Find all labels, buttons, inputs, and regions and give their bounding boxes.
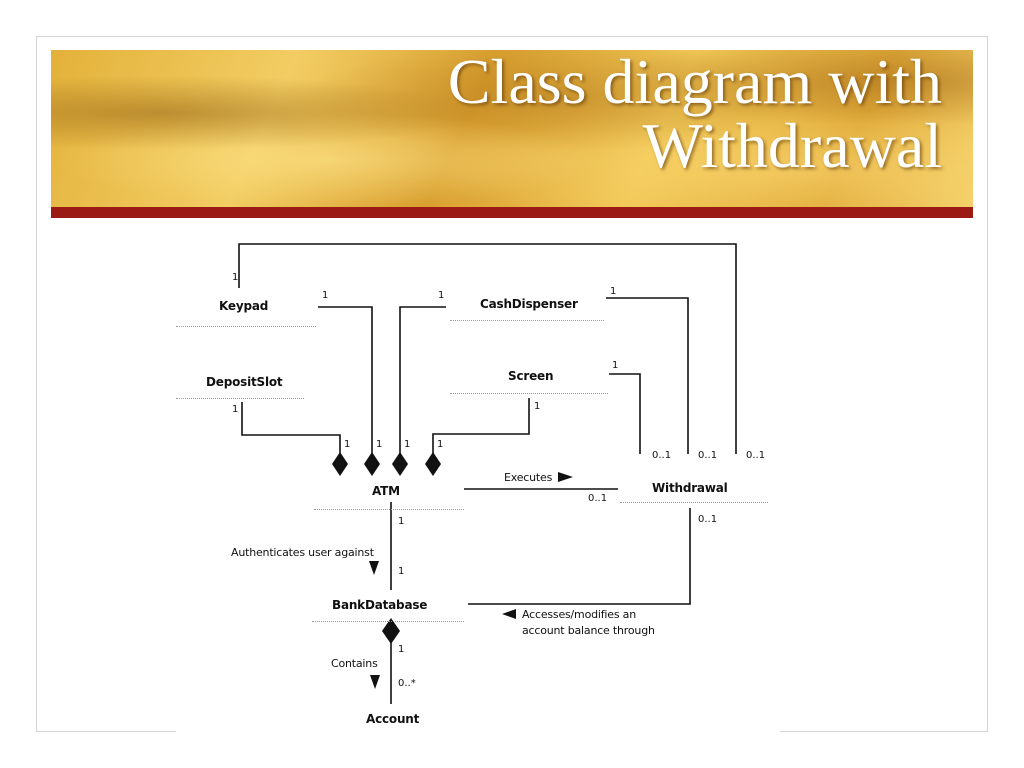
class-screen: Screen bbox=[508, 369, 554, 383]
label-contains: Contains bbox=[331, 657, 378, 670]
keypad-withdrawal-line bbox=[238, 243, 737, 454]
class-atm: ATM bbox=[372, 484, 400, 498]
class-cashdispenser: CashDispenser bbox=[480, 297, 578, 311]
keypad-divider bbox=[176, 326, 316, 327]
mult-atm-diamond-3: 1 bbox=[404, 439, 411, 450]
label-accesses-line2: account balance through bbox=[522, 624, 655, 637]
mult-screen-bottom: 1 bbox=[534, 401, 541, 412]
label-executes: Executes bbox=[504, 471, 553, 484]
cashdispenser-withdrawal-line bbox=[606, 297, 689, 454]
cashdispenser-divider bbox=[450, 320, 604, 321]
uml-class-diagram: Keypad DepositSlot CashDispenser Screen … bbox=[176, 232, 780, 736]
screen-divider bbox=[450, 393, 608, 394]
mult-atm-diamond-1: 1 bbox=[344, 439, 351, 450]
class-keypad: Keypad bbox=[219, 299, 269, 313]
bankdatabase-diamond bbox=[382, 618, 400, 644]
bankdatabase-divider bbox=[312, 621, 464, 622]
class-bankdatabase: BankDatabase bbox=[332, 598, 428, 612]
mult-withdrawal-left: 0..1 bbox=[588, 493, 608, 504]
title-banner bbox=[51, 50, 973, 207]
slide-title: Class diagram with Withdrawal bbox=[242, 50, 942, 178]
mult-depositslot-bottom: 1 bbox=[232, 404, 239, 415]
mult-withdrawal-top-1: 0..1 bbox=[652, 450, 672, 461]
slide-title-line2: Withdrawal bbox=[642, 110, 942, 181]
withdrawal-divider bbox=[620, 502, 768, 503]
atm-diamond-2 bbox=[364, 452, 380, 476]
mult-bankdatabase-bottom: 1 bbox=[398, 644, 405, 655]
mult-cashdispenser-right: 1 bbox=[610, 286, 617, 297]
class-depositslot: DepositSlot bbox=[206, 375, 283, 389]
authenticates-arrow bbox=[369, 561, 379, 575]
depositslot-divider bbox=[176, 398, 304, 399]
withdrawal-bankdatabase-line bbox=[468, 508, 691, 605]
label-accesses-line1: Accesses/modifies an bbox=[522, 608, 636, 621]
mult-bankdatabase-top: 1 bbox=[398, 566, 405, 577]
mult-cashdispenser-left: 1 bbox=[438, 290, 445, 301]
atm-diamond-3 bbox=[392, 452, 408, 476]
executes-arrow bbox=[558, 472, 573, 482]
mult-withdrawal-top-3: 0..1 bbox=[746, 450, 766, 461]
mult-account-top: 0..* bbox=[398, 678, 416, 689]
atm-divider bbox=[314, 509, 464, 510]
mult-withdrawal-bottom: 0..1 bbox=[698, 514, 718, 525]
depositslot-atm-line bbox=[241, 402, 341, 456]
accesses-arrow bbox=[502, 609, 516, 619]
screen-atm-line bbox=[432, 398, 530, 456]
class-account: Account bbox=[366, 712, 420, 726]
screen-withdrawal-line bbox=[609, 373, 641, 454]
mult-atm-diamond-4: 1 bbox=[437, 439, 444, 450]
mult-screen-right: 1 bbox=[612, 360, 619, 371]
slide-title-line1: Class diagram with bbox=[447, 46, 942, 117]
mult-atm-diamond-2: 1 bbox=[376, 439, 383, 450]
keypad-atm-line bbox=[318, 306, 373, 456]
class-withdrawal: Withdrawal bbox=[652, 481, 728, 495]
mult-keypad-top: 1 bbox=[232, 272, 239, 283]
label-authenticates: Authenticates user against bbox=[231, 546, 374, 559]
mult-keypad-right: 1 bbox=[322, 290, 329, 301]
atm-diamond-4 bbox=[425, 452, 441, 476]
mult-withdrawal-top-2: 0..1 bbox=[698, 450, 718, 461]
diagram-connectors bbox=[238, 243, 737, 704]
cashdispenser-atm-line bbox=[399, 306, 446, 456]
mult-atm-bottom: 1 bbox=[398, 516, 405, 527]
atm-diamond-1 bbox=[332, 452, 348, 476]
banner-stripe bbox=[51, 207, 973, 218]
contains-arrow bbox=[370, 675, 380, 689]
